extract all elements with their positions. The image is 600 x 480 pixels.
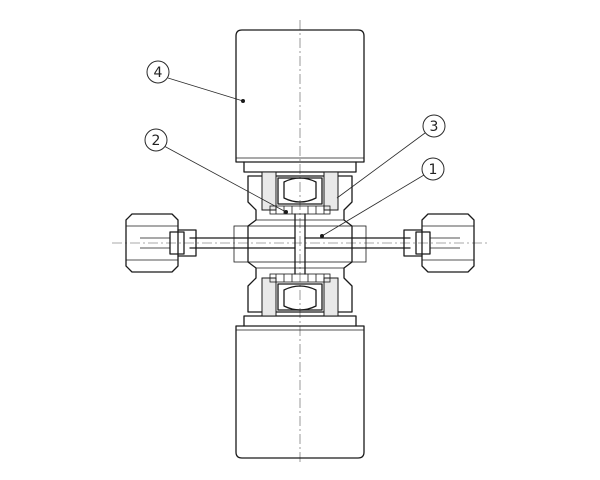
vertical-flow-passage bbox=[294, 213, 306, 275]
bottom-actuator-housing bbox=[235, 315, 365, 459]
callout-3: 3 bbox=[336, 114, 446, 199]
right-tube-fitting bbox=[403, 213, 475, 273]
valve-body bbox=[233, 175, 367, 313]
callout-4: 4 bbox=[146, 60, 245, 103]
callout-3-balloon bbox=[422, 114, 446, 138]
callout-1: 1 bbox=[320, 157, 445, 238]
callout-2: 2 bbox=[144, 128, 288, 214]
callout-2-balloon bbox=[144, 128, 168, 152]
callout-4-balloon bbox=[146, 60, 170, 84]
top-actuator-housing bbox=[235, 29, 365, 173]
callout-1-balloon bbox=[421, 157, 445, 181]
horizontal-flow-passages bbox=[189, 237, 411, 249]
callout-3-label: 3 bbox=[430, 119, 439, 135]
left-tube-fitting bbox=[125, 213, 197, 273]
callout-4-label: 4 bbox=[154, 65, 163, 81]
callout-1-label: 1 bbox=[429, 162, 438, 178]
lower-seat-assembly bbox=[261, 273, 339, 317]
callout-2-label: 2 bbox=[152, 133, 161, 149]
